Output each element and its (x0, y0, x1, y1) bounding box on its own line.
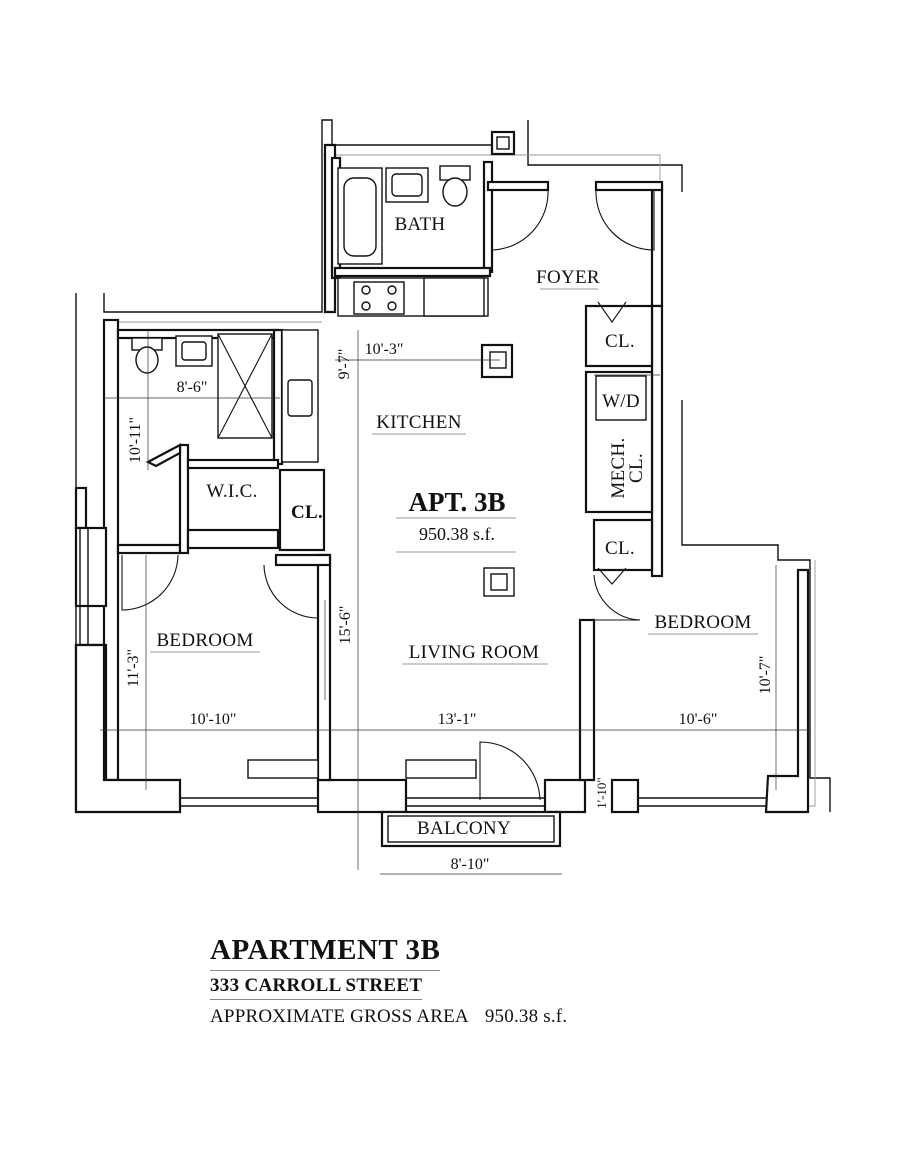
dim-kitchen-width: 10'-3" (365, 341, 404, 358)
dim-bath2-width: 8'-6" (177, 379, 208, 396)
fixtures (131, 165, 647, 779)
dim-bedroom-left-depth: 11'-3" (125, 649, 142, 687)
washer-dryer (595, 375, 647, 421)
dim-kitchen-depth: 9'-7" (336, 349, 353, 380)
interior-walls (116, 130, 654, 782)
dimension-labels: 10'-3" 9'-7" 8'-6" 10'-11" 11'-3" 10'-10… (125, 341, 774, 873)
column (483, 567, 515, 597)
plan-title: APARTMENT 3B (210, 934, 441, 971)
foyer-label: FOYER (536, 267, 600, 288)
dim-bedroom-left-width: 10'-10" (190, 711, 237, 728)
dim-bedroom-right-width: 10'-6" (679, 711, 718, 728)
bath-label: BATH (395, 214, 446, 235)
bedroom-right-label: BEDROOM (654, 612, 751, 633)
dim-living-width: 13'-1" (438, 711, 477, 728)
dim-bath2-depth: 10'-11" (127, 417, 144, 463)
closet-foyer-label: CL. (605, 331, 635, 352)
unit-label: APT. 3B 950.38 s.f. (396, 487, 516, 553)
living-room-label: LIVING ROOM (409, 642, 539, 663)
dim-living-depth: 15'-6" (337, 606, 354, 645)
balcony (380, 810, 562, 848)
kitchen-label: KITCHEN (376, 412, 461, 433)
doors (121, 189, 655, 801)
outer-walls (74, 143, 810, 814)
closet-bedroom-label: CL. (605, 538, 635, 559)
plan-area: APPROXIMATE GROSS AREA 950.38 s.f. (210, 1006, 567, 1028)
area-value: 950.38 s.f. (484, 1006, 568, 1027)
refrigerator (423, 277, 485, 317)
title-block: APARTMENT 3B 333 CARROLL STREET APPROXIM… (210, 934, 567, 1028)
dim-balcony-depth: 1'-10" (594, 777, 609, 808)
dim-bedroom-right-depth: 10'-7" (757, 656, 774, 695)
unit-area: 950.38 s.f. (419, 524, 495, 544)
washer-dryer-label: W/D (602, 391, 640, 412)
wic-label: W.I.C. (206, 481, 257, 502)
dimension-lines (100, 330, 810, 875)
closet-left-label: CL. (291, 502, 323, 523)
room-labels: BATH FOYER KITCHEN W.I.C. CL. CL. W/D ME… (150, 214, 758, 839)
dim-balcony-width: 8'-10" (451, 856, 490, 873)
floor-plan: BATH FOYER KITCHEN W.I.C. CL. CL. W/D ME… (74, 119, 831, 875)
mech-label-line2: CL. (626, 453, 647, 483)
kitchen-sink (287, 379, 313, 417)
area-label: APPROXIMATE GROSS AREA (210, 1006, 469, 1027)
bedroom-left-label: BEDROOM (156, 630, 253, 651)
balcony-label: BALCONY (417, 818, 511, 839)
stove (353, 281, 405, 315)
mech-label-line1: MECH. (608, 437, 629, 498)
plan-address: 333 CARROLL STREET (210, 975, 423, 1000)
unit-name: APT. 3B (408, 487, 505, 517)
